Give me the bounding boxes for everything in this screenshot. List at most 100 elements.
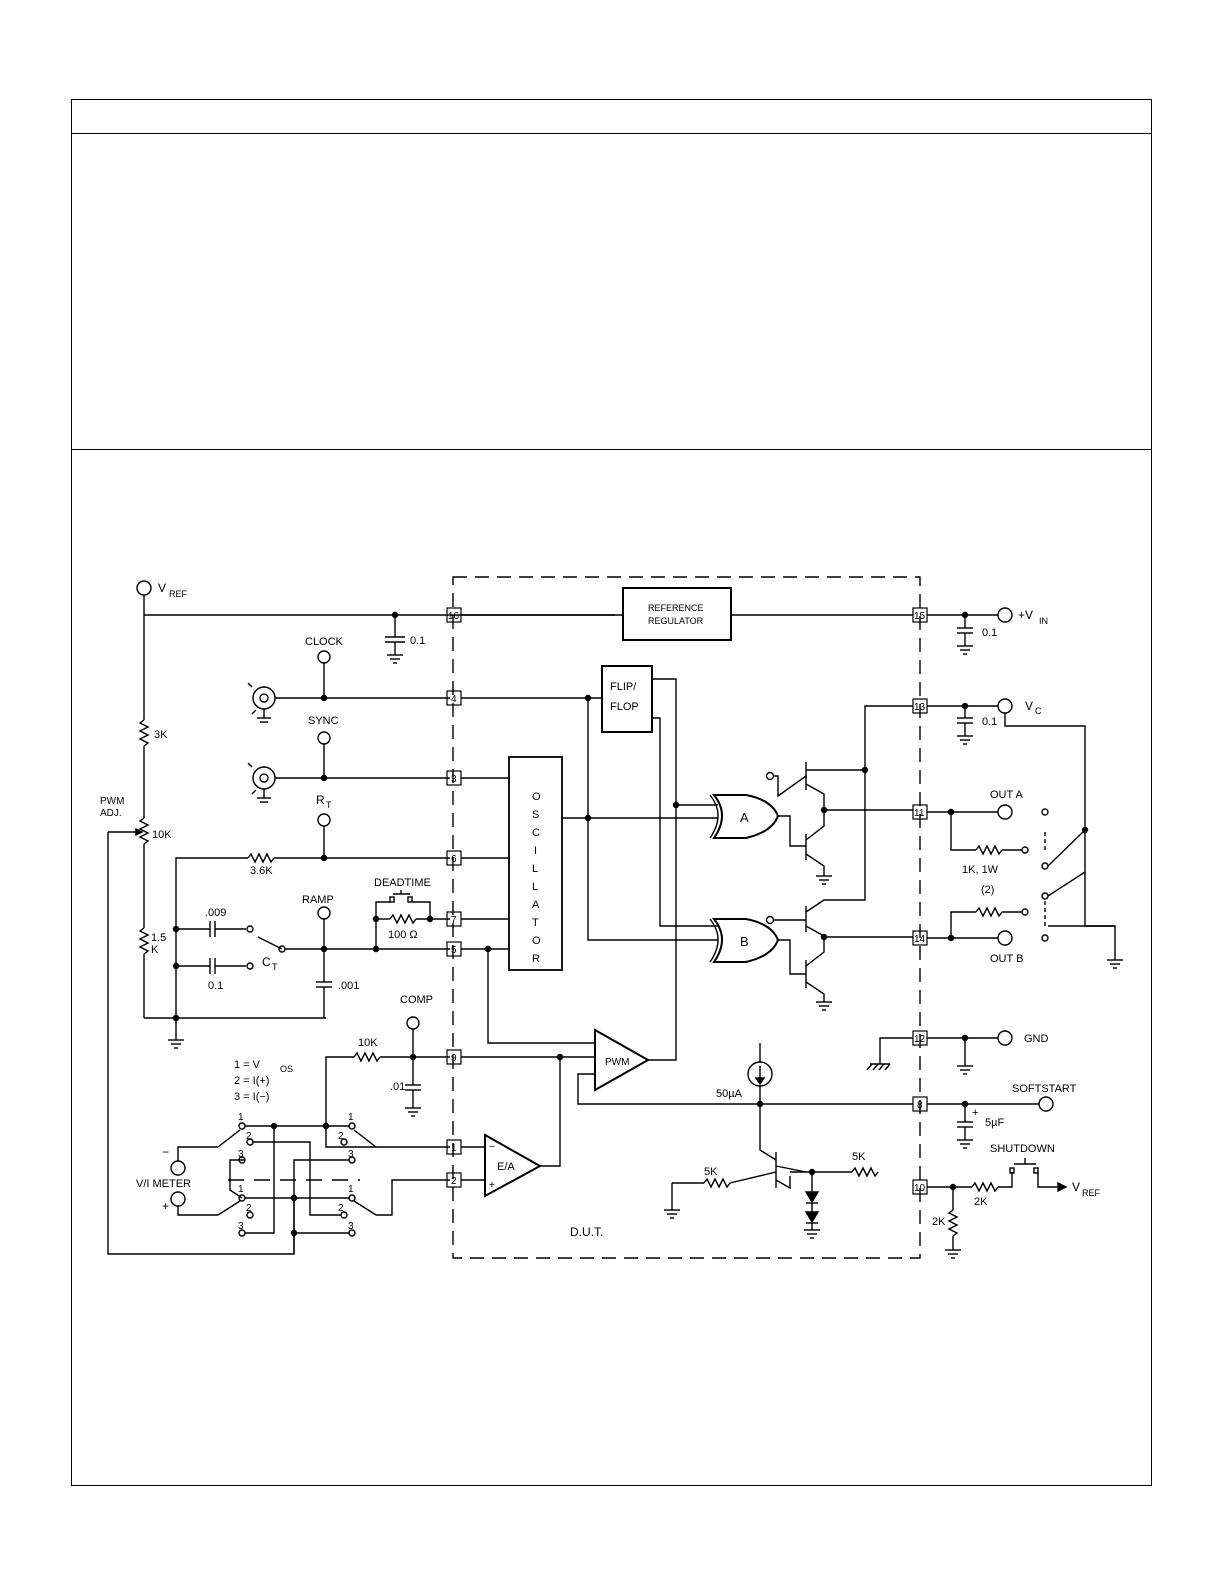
dut-label: D.U.T. [570,1225,603,1239]
meter-plus-sign: + [162,1199,169,1213]
resistor-10k [353,1051,381,1063]
svg-text:6: 6 [451,854,457,865]
svg-text:+V: +V [1018,608,1033,622]
resistor-5k-collector [851,1166,879,1178]
out-a-label: OUT A [990,789,1023,801]
svg-text:2: 2 [246,1131,252,1142]
flip-flop-block [601,665,653,733]
legend-1-sub: OS [280,1064,293,1074]
svg-text:O: O [532,935,541,947]
oscillator-block [508,756,563,971]
svg-text:11: 11 [914,808,925,819]
svg-text:5: 5 [451,945,457,956]
pin-boxes: 16 15 4 13 3 11 6 7 5 14 12 9 8 1 2 10 [446,607,928,1195]
meter-minus-sign: − [162,1145,169,1159]
pwm-comparator [594,1028,651,1092]
svg-text:3: 3 [348,1149,354,1160]
svg-text:1: 1 [348,1112,354,1123]
svg-text:+: + [489,1180,495,1191]
c-comp-label: .01 [390,1081,405,1093]
svg-text:2: 2 [338,1203,344,1214]
reference-regulator-block [622,587,732,641]
svg-text:(2): (2) [981,884,994,896]
svg-text:3: 3 [238,1221,244,1232]
oscillator-text: O S C I L L A T O R [532,791,541,965]
sync-label: SYNC [308,715,339,727]
svg-text:T: T [532,917,539,929]
shutdown-label: SHUTDOWN [990,1143,1055,1155]
r-1-5k-label-a: 1.5 [151,932,166,944]
svg-text:O: O [532,791,541,803]
r-10k-pot-label: 10K [152,829,172,841]
svg-text:10: 10 [914,1183,926,1194]
resistor-5k-base [703,1177,731,1189]
svg-text:5K: 5K [852,1151,866,1163]
c-vref-label: 0.1 [410,635,425,647]
svg-text:7: 7 [451,915,457,926]
svg-text:2: 2 [338,1131,344,1142]
gnd-terminal [997,1030,1013,1046]
svg-text:B: B [740,934,749,949]
svg-text:5K: 5K [704,1166,718,1178]
clock-label: CLOCK [305,636,344,648]
c-01-label: 0.1 [208,980,223,992]
r-1-5k-label-b: K [151,944,159,956]
svg-text:V: V [1072,1180,1080,1194]
svg-text:IN: IN [1039,616,1048,626]
svg-text:C: C [532,827,540,839]
resistor-1k-a [975,844,1003,856]
ramp-label: RAMP [302,894,334,906]
ct-sub: T [272,962,278,972]
meter-plus-terminal [170,1191,186,1207]
resistor-1-5k [138,927,150,955]
svg-text:0.1: 0.1 [982,627,997,639]
svg-text:2: 2 [451,1176,457,1187]
r-10k-label: 10K [358,1037,378,1049]
svg-text:12: 12 [914,1034,926,1045]
svg-text:FLOP: FLOP [610,701,639,713]
svg-text:3: 3 [348,1221,354,1232]
vref-label: V [158,581,166,595]
svg-text:3: 3 [451,774,457,785]
meter-minus-terminal [170,1160,186,1176]
ct-label: C [262,955,271,969]
resistor-3-6k [247,852,275,864]
out-a-terminal [997,804,1013,820]
deadtime-label: DEADTIME [374,877,431,889]
vc-terminal [997,698,1013,714]
svg-text:14: 14 [914,934,926,945]
comp-label: COMP [400,994,433,1006]
vref-terminal [136,580,152,596]
svg-text:S: S [532,809,539,821]
svg-text:0.1: 0.1 [982,716,997,728]
section-divider [71,449,1152,450]
svg-text:A: A [532,899,540,911]
header-divider [71,133,1152,134]
error-amplifier [484,1133,543,1198]
svg-text:50µA: 50µA [716,1088,743,1100]
legend-3: 3 = I(−) [234,1091,269,1103]
svg-text:2: 2 [246,1203,252,1214]
resistor-2k-series [971,1181,999,1193]
svg-text:FLIP/: FLIP/ [610,681,637,693]
pwm-adj-label-2: ADJ. [100,808,122,819]
svg-text:13: 13 [914,702,926,713]
out-b-terminal [997,930,1013,946]
svg-text:3: 3 [238,1149,244,1160]
svg-text:2K: 2K [932,1216,946,1228]
dut-boundary [452,576,921,1259]
svg-text:I: I [534,845,537,857]
svg-text:8: 8 [917,1100,923,1111]
resistor-3k [138,719,150,747]
svg-text:C: C [1035,706,1042,716]
vi-meter-label: V/I METER [136,1178,191,1190]
svg-text:PWM: PWM [605,1057,629,1068]
svg-text:E/A: E/A [497,1161,515,1173]
legend-2: 2 = I(+) [234,1075,269,1087]
svg-text:L: L [532,881,538,893]
svg-text:2K: 2K [974,1196,988,1208]
svg-text:L: L [532,863,538,875]
gate-a [711,794,780,839]
vin-terminal [997,607,1013,623]
